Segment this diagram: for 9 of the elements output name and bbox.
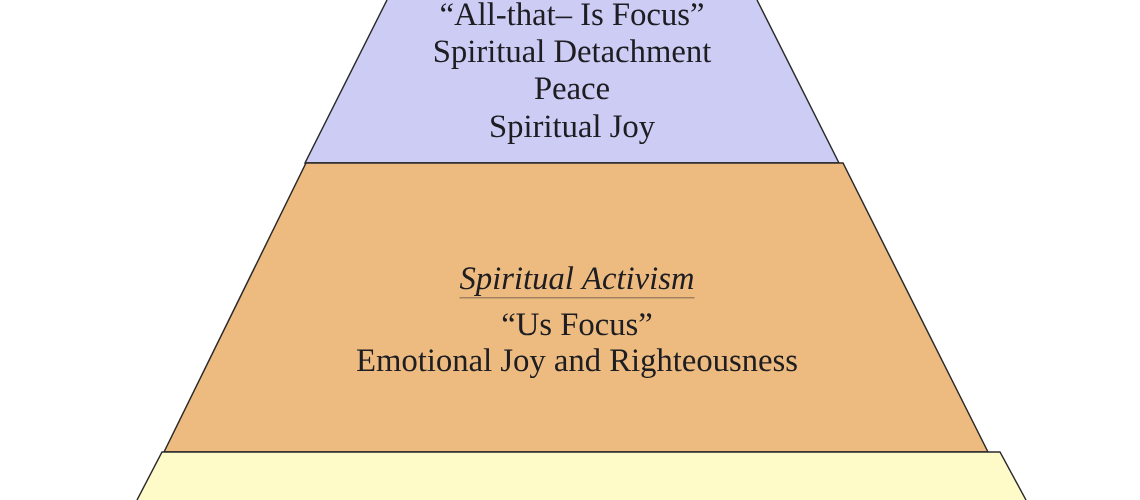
tier-heading: Spiritual Activism: [459, 266, 695, 299]
tier-text: Emotional Joy and Righteousness: [357, 348, 797, 379]
pyramid-tier: [136, 451, 1027, 500]
tier-text: “Us Focus”: [502, 313, 652, 336]
tier-text: Spiritual Detachment: [434, 39, 712, 69]
tier-text: “All-that– Is Focus”: [441, 2, 703, 26]
tier-text: Peace: [534, 77, 609, 100]
tier-text: Spiritual Joy: [491, 114, 655, 145]
pyramid-tier: [303, 0, 841, 164]
